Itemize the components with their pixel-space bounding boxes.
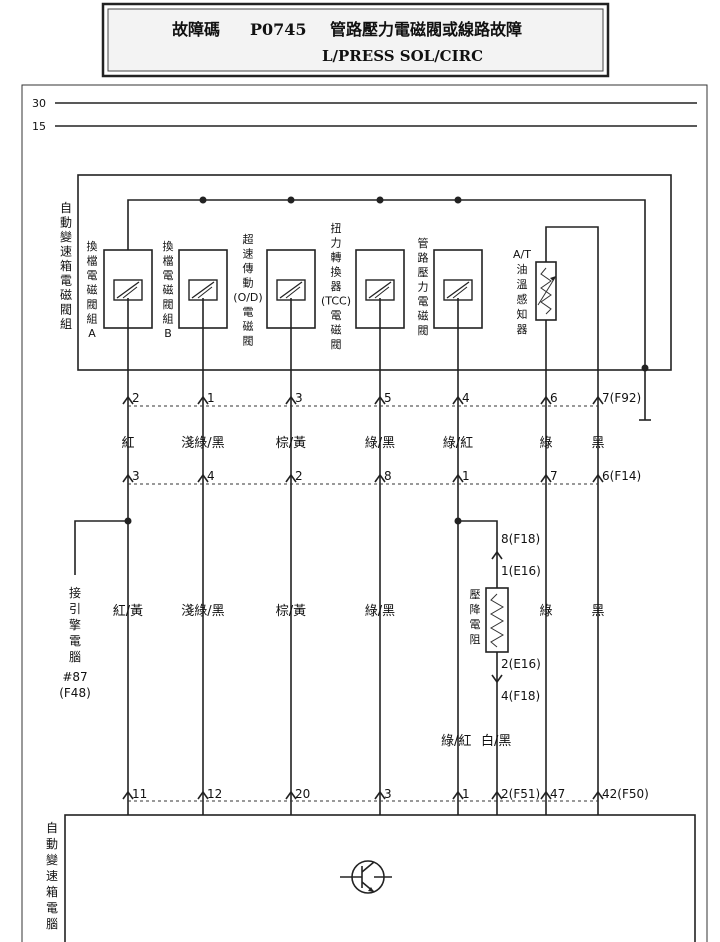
pin-f92-3: 3 bbox=[295, 391, 303, 405]
pin-f51-f50-6: 2(F51) bbox=[501, 787, 540, 801]
pin-f92-1: 2 bbox=[132, 391, 140, 405]
main-wires bbox=[127, 298, 599, 815]
wire-color-white-black: 白/黑 bbox=[481, 733, 511, 749]
pin-f51-f50-1: 11 bbox=[132, 787, 147, 801]
pin-f51-f50-8: 42(F50) bbox=[602, 787, 649, 801]
pin-f14-1: 3 bbox=[132, 469, 140, 483]
component-label-3: 超速傳動(O/D)電磁閥 bbox=[233, 232, 262, 348]
wire-colors-lower: 紅/黃 淺綠/黑 棕/黃 綠/黑 綠 黑 bbox=[113, 604, 605, 619]
transistor-symbol bbox=[340, 860, 392, 894]
internal-common-wire bbox=[127, 196, 649, 372]
wire-color-lower-3: 棕/黃 bbox=[276, 604, 306, 619]
wire-color-lower-2: 淺綠/黑 bbox=[181, 604, 224, 619]
page-frame bbox=[21, 84, 708, 942]
solenoid-assembly-box bbox=[77, 174, 672, 371]
pin-f92-7: 7(F92) bbox=[602, 391, 641, 405]
wire-color-lower-6: 黑 bbox=[591, 604, 604, 619]
pin-f14-7: 6(F14) bbox=[602, 469, 641, 483]
wire-color-lower-1: 紅/黃 bbox=[113, 604, 143, 619]
pin-f51-f50-2: 12 bbox=[207, 787, 222, 801]
pin-f92-5: 4 bbox=[462, 391, 470, 405]
pin-f92-6: 6 bbox=[550, 391, 558, 405]
wire-color-upper-2: 淺綠/黑 bbox=[181, 436, 224, 451]
pin-f51-f50-3: 20 bbox=[295, 787, 310, 801]
component-label-4: 扭力轉換器(TCC)電磁閥 bbox=[321, 221, 351, 351]
pin-f51-f50-5: 1 bbox=[462, 787, 470, 801]
wire-color-upper-7: 黑 bbox=[591, 436, 604, 451]
ecu-branch bbox=[74, 517, 132, 575]
resistor-text: 壓降電阻 bbox=[470, 588, 481, 646]
wire-color-upper-5: 綠/紅 bbox=[443, 436, 473, 451]
resistor-pin-e16-in: 1(E16) bbox=[501, 564, 541, 578]
oil-temp-sensor bbox=[535, 226, 599, 395]
pin-f51-f50-4: 3 bbox=[384, 787, 392, 801]
connector-f92-pins: 2 1 3 5 4 6 7(F92) bbox=[132, 391, 641, 405]
resistor-branch bbox=[454, 517, 509, 815]
ground-symbol bbox=[639, 368, 651, 421]
connector-f14-pins: 3 4 2 8 1 7 6(F14) bbox=[132, 469, 641, 483]
fault-title-en: L/PRESS SOL/CIRC bbox=[322, 47, 483, 65]
pin-f14-6: 7 bbox=[550, 469, 558, 483]
pin-f14-3: 2 bbox=[295, 469, 303, 483]
resistor-label: 壓降電阻 bbox=[470, 588, 481, 646]
pin-f14-5: 1 bbox=[462, 469, 470, 483]
ecu-link-pin: #87 bbox=[62, 670, 87, 684]
ecu-link-connector: (F48) bbox=[59, 686, 91, 700]
pin-f92-2: 1 bbox=[207, 391, 215, 405]
component-label-5: 管路壓力電磁閥 bbox=[418, 236, 429, 337]
tcm-text: 自動變速箱電腦 bbox=[46, 821, 58, 931]
tcm-label: 自動變速箱電腦 bbox=[46, 821, 58, 931]
resistor-pin-f18-in: 8(F18) bbox=[501, 532, 540, 546]
pin-f92-4: 5 bbox=[384, 391, 392, 405]
tcm-box bbox=[64, 814, 696, 942]
wire-colors-upper: 紅 淺綠/黑 棕/黃 綠/黑 綠/紅 綠 黑 bbox=[121, 436, 604, 451]
wire-color-upper-3: 棕/黃 bbox=[276, 436, 306, 451]
power-rails: 30 15 bbox=[32, 97, 697, 133]
resistor-pin-e16-out: 2(E16) bbox=[501, 657, 541, 671]
resistor-symbol bbox=[485, 587, 509, 653]
fault-code: P0745 bbox=[250, 20, 307, 39]
ecu-link-text: 接引擎電腦 bbox=[69, 585, 81, 664]
fault-code-label: 故障碼 bbox=[172, 20, 220, 39]
solenoid-assembly-text: 自動變速箱電磁閥組 bbox=[60, 201, 72, 331]
header: 故障碼 P0745 管路壓力電磁閥或線路故障 L/PRESS SOL/CIRC bbox=[101, 2, 610, 78]
pin-f14-4: 8 bbox=[384, 469, 392, 483]
connector-f51-f50-pins: 11 12 20 3 1 2(F51) 47 42(F50) bbox=[132, 787, 649, 801]
rail-15-label: 15 bbox=[32, 120, 46, 133]
ecu-link-label: 接引擎電腦 #87 (F48) bbox=[59, 585, 91, 700]
wire-color-upper-6: 綠 bbox=[539, 436, 552, 451]
fault-title-cn: 管路壓力電磁閥或線路故障 bbox=[330, 20, 522, 39]
rail-30-label: 30 bbox=[32, 97, 46, 110]
resistor-pin-f18-out: 4(F18) bbox=[501, 689, 540, 703]
solenoid-3 bbox=[266, 249, 316, 329]
pin-f51-f50-7: 47 bbox=[550, 787, 565, 801]
wire-color-lower-5: 綠 bbox=[539, 604, 552, 619]
wire-color-lower-4: 綠/黑 bbox=[365, 604, 395, 619]
wire-color-green-red-lower: 綠/紅 bbox=[441, 734, 471, 749]
solenoid-assembly-label: 自動變速箱電磁閥組 bbox=[60, 201, 72, 331]
wire-color-upper-4: 綠/黑 bbox=[365, 436, 395, 451]
pin-f14-2: 4 bbox=[207, 469, 215, 483]
wire-color-upper-1: 紅 bbox=[121, 436, 134, 451]
connector-arrows bbox=[122, 395, 604, 800]
